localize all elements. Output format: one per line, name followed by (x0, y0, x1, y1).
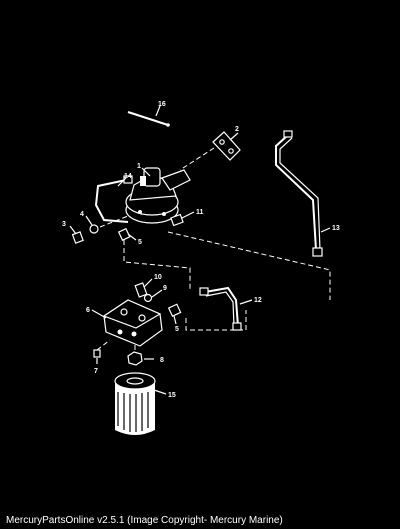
callout-2: 2 (235, 126, 239, 133)
part-3-bolt (69, 225, 84, 244)
callout-6: 6 (86, 307, 90, 314)
part-6-filter-bracket (91, 299, 163, 347)
part-2-gasket (212, 131, 241, 161)
part-13-fuel-line (275, 130, 331, 257)
callout-8: 8 (160, 357, 164, 364)
callout-16: 16 (158, 101, 166, 108)
part-5-fitting-lower (167, 303, 182, 325)
part-9-washer (143, 289, 163, 303)
callout-14: 14 (124, 173, 132, 180)
callout-15: 15 (168, 392, 176, 399)
part-8-adapter (127, 351, 154, 366)
parts-exploded-diagram: 16 2 13 1 14 11 (62, 101, 340, 435)
part-5-fitting-upper (117, 227, 137, 242)
callout-5-upper: 5 (138, 239, 142, 246)
callout-13: 13 (332, 225, 340, 232)
part-10-bolt (134, 278, 153, 298)
part-15-fuel-filter (114, 372, 167, 435)
callout-12: 12 (254, 297, 262, 304)
callout-7: 7 (94, 368, 98, 375)
part-12-fuel-line (199, 286, 253, 331)
part-11-fitting (170, 211, 195, 227)
part-16-rod (127, 105, 170, 127)
copyright-footer: MercuryPartsOnline v2.5.1 (Image Copyrig… (6, 515, 283, 526)
part-1-fuel-pump (125, 167, 191, 224)
part-4-washer (85, 215, 99, 234)
callout-4: 4 (80, 211, 84, 218)
callout-5-lower: 5 (175, 326, 179, 333)
part-7-plug (93, 349, 101, 364)
callout-10: 10 (154, 274, 162, 281)
callout-9: 9 (163, 285, 167, 292)
callout-1: 1 (137, 163, 141, 170)
callout-11: 11 (196, 209, 204, 216)
callout-3: 3 (62, 221, 66, 228)
part-14-hose (94, 175, 133, 223)
